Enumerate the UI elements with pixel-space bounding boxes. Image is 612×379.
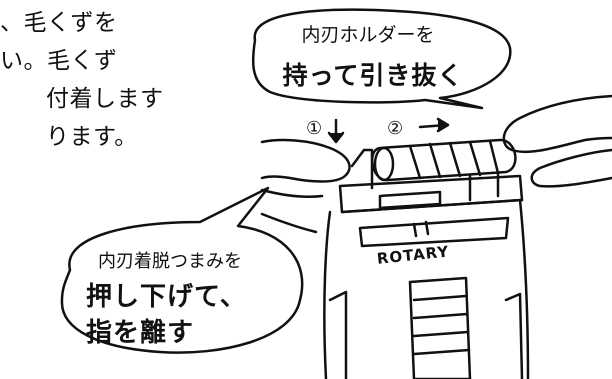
text-line: 、毛くずを bbox=[0, 10, 118, 36]
callout-top-instruction: 持って引き抜く bbox=[282, 61, 464, 90]
right-hand bbox=[502, 94, 612, 154]
callout-bottom-caption: 内刃着脱つまみを bbox=[98, 251, 242, 272]
top-speech-bubble bbox=[251, 8, 512, 110]
text-line: ります。 bbox=[46, 124, 138, 150]
step-one-marker: ① bbox=[306, 118, 323, 139]
step-two-marker: ② bbox=[387, 118, 404, 139]
callout-bottom-instruction-2: 指を離す bbox=[86, 318, 195, 348]
grip bbox=[408, 276, 472, 379]
callout-bottom-instruction-1: 押し下げて、 bbox=[86, 282, 247, 312]
text-line: 付着します bbox=[46, 86, 164, 112]
bottom-speech-bubble bbox=[60, 186, 304, 354]
body-text-fragment: 、毛くずを い。毛くず 付着します ります。 bbox=[0, 4, 180, 156]
left-finger bbox=[260, 138, 351, 183]
text-line: い。毛くず bbox=[0, 48, 118, 74]
shaver-body bbox=[323, 210, 332, 379]
callout-top-caption: 内刃ホルダーを bbox=[301, 24, 435, 46]
